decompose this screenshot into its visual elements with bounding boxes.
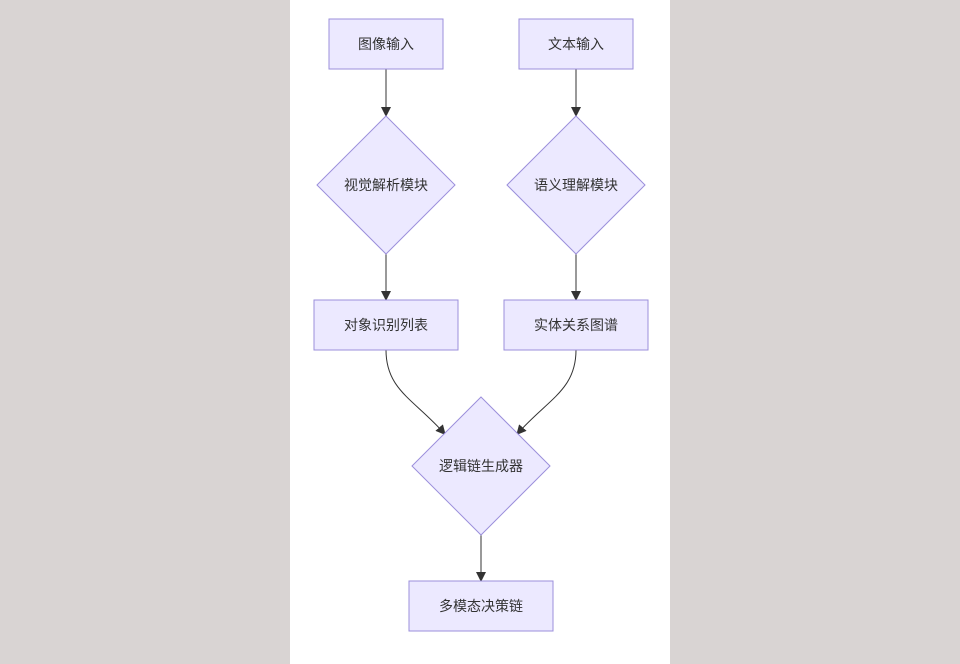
node-text-input: 文本输入	[518, 18, 634, 70]
node-label: 文本输入	[548, 37, 604, 53]
diamond-shape	[411, 396, 551, 536]
node-logic-generator: 逻辑链生成器	[411, 396, 551, 536]
node-label: 实体关系图谱	[534, 318, 618, 334]
edge-entity-graph-to-logic-generator	[516, 349, 577, 436]
node-label: 图像输入	[358, 37, 414, 53]
rect-shape	[328, 18, 444, 70]
rect-shape	[503, 299, 649, 351]
rect-shape	[518, 18, 634, 70]
node-semantic-understand: 语义理解模块	[506, 115, 646, 255]
diamond-shape	[316, 115, 456, 255]
rect-shape	[313, 299, 459, 351]
node-label: 语义理解模块	[534, 178, 618, 194]
node-visual-parse: 视觉解析模块	[316, 115, 456, 255]
edges-layer	[381, 69, 581, 582]
node-entity-graph: 实体关系图谱	[503, 299, 649, 351]
node-image-input: 图像输入	[328, 18, 444, 70]
node-label: 视觉解析模块	[344, 178, 428, 194]
rect-shape	[408, 580, 554, 632]
diamond-shape	[506, 115, 646, 255]
node-multimodal-chain: 多模态决策链	[408, 580, 554, 632]
node-label: 逻辑链生成器	[439, 459, 523, 475]
edge-object-list-to-logic-generator	[385, 349, 446, 436]
node-object-list: 对象识别列表	[313, 299, 459, 351]
node-label: 多模态决策链	[439, 598, 523, 615]
node-label: 对象识别列表	[344, 318, 428, 334]
